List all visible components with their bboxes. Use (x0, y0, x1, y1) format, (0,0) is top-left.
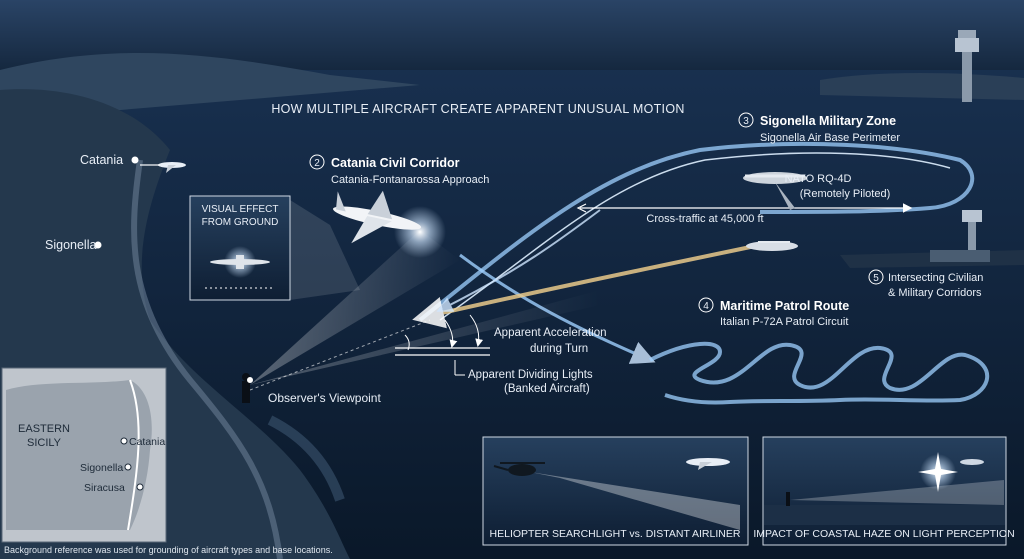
zone-military-sub: Sigonella Air Base Perimeter (760, 132, 900, 144)
label-sigonella: Sigonella (45, 238, 96, 252)
inset-visual-line1: VISUAL EFFECT (202, 204, 279, 215)
catania-marker (132, 157, 139, 164)
annotation-accel-line2: during Turn (530, 343, 588, 355)
footnote: Background reference was used for ground… (4, 545, 333, 555)
panel-helicopter: HELIOPTER SEARCHLIGHT vs. DISTANT AIRLIN… (483, 437, 748, 545)
zone-maritime-sub: Italian P-72A Patrol Circuit (720, 316, 848, 328)
drone-label-line1: NATO RQ-4D (785, 173, 852, 185)
sicily-title-line1: EASTERN (18, 423, 70, 435)
sicily-city-siracusa: Siracusa (84, 482, 125, 494)
sicily-inset-map: EASTERN SICILY Catania Sigonella Siracus… (2, 368, 166, 542)
sicily-city-sigonella: Sigonella (80, 462, 123, 474)
observer-label: Observer's Viewpoint (268, 391, 381, 405)
inset-visual-line2: FROM GROUND (202, 217, 279, 228)
panel-haze-caption: IMPACT OF COASTAL HAZE ON LIGHT PERCEPTI… (753, 528, 1014, 540)
zone-maritime-number: 4 (703, 301, 709, 312)
zone-intersect-line1: Intersecting Civilian (888, 272, 983, 284)
sicily-city-catania: Catania (129, 436, 165, 448)
annotation-dividing-line1: Apparent Dividing Lights (468, 369, 593, 381)
label-catania: Catania (80, 153, 123, 167)
annotation-accel-line1: Apparent Acceleration (494, 327, 607, 339)
zone-maritime-name: Maritime Patrol Route (720, 299, 849, 313)
zone-civil-sub: Catania-Fontanarossa Approach (331, 174, 489, 186)
diagram-title: HOW MULTIPLE AIRCRAFT CREATE APPARENT UN… (271, 102, 684, 116)
drone-label-line2: (Remotely Piloted) (800, 188, 890, 200)
zone-civil-name: Catania Civil Corridor (331, 156, 460, 170)
zone-civil-number: 2 (314, 158, 320, 169)
cross-traffic-label: Cross-traffic at 45,000 ft (646, 213, 763, 225)
zone-military-name: Sigonella Military Zone (760, 114, 896, 128)
patrol-aircraft-icon (746, 241, 798, 251)
panel-haze: IMPACT OF COASTAL HAZE ON LIGHT PERCEPTI… (753, 437, 1014, 545)
zone-intersect-number: 5 (873, 273, 879, 284)
sicily-title-line2: SICILY (27, 437, 62, 449)
zone-military-number: 3 (743, 116, 749, 127)
airliner-landing-light (394, 206, 446, 258)
panel-helicopter-caption: HELIOPTER SEARCHLIGHT vs. DISTANT AIRLIN… (490, 528, 741, 540)
zone-intersect-line2: & Military Corridors (888, 287, 982, 299)
annotation-dividing-line2: (Banked Aircraft) (504, 383, 590, 395)
